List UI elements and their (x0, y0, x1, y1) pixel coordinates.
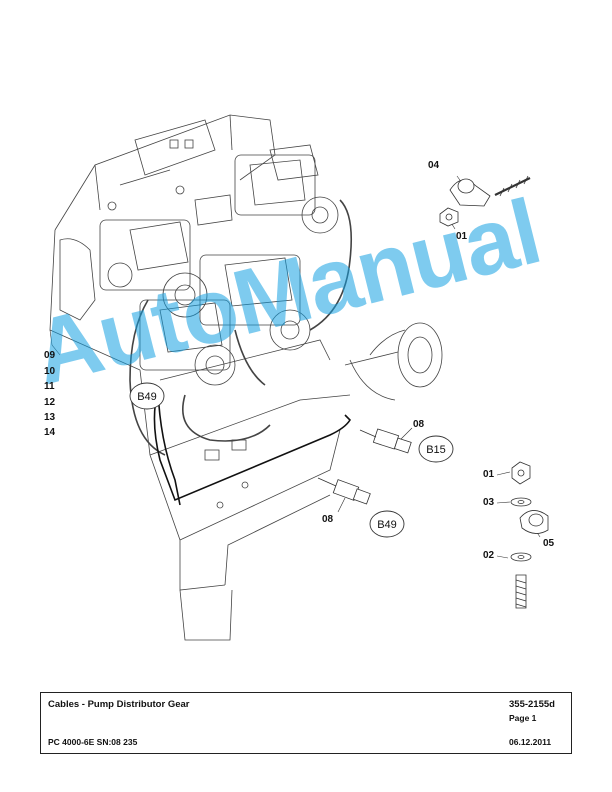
badge-b15: B15 (418, 435, 454, 463)
callout-11: 11 (44, 381, 55, 392)
callout-04: 04 (428, 160, 440, 171)
pump-upper-right (234, 144, 339, 234)
callout-09: 09 (44, 350, 56, 361)
badge-b49-left-label: B49 (137, 391, 157, 403)
callout-12: 12 (44, 397, 56, 408)
issue-date: 06.12.2011 (509, 737, 552, 747)
badge-b49-lower-label: B49 (377, 519, 397, 531)
clamp-detail-right (510, 461, 549, 609)
callout-05: 05 (543, 538, 555, 549)
sensor-b15 (359, 428, 412, 454)
cable-route-b49 (153, 389, 352, 502)
callout-10: 10 (44, 366, 56, 377)
clamp-detail-top (439, 175, 531, 227)
callout-14: 14 (44, 427, 56, 438)
callout-02: 02 (483, 550, 495, 561)
badge-b49-lower: B49 (369, 510, 405, 538)
pump-lower (139, 299, 236, 386)
callout-08-lower: 08 (322, 514, 334, 525)
document-number: 355-2155d (509, 699, 555, 710)
callout-03: 03 (483, 497, 495, 508)
page-number: Page 1 (509, 713, 537, 723)
hydraulic-hoses (129, 199, 353, 456)
badge-b49-left: B49 (129, 382, 165, 410)
drawing-title: Cables - Pump Distributor Gear (48, 699, 190, 710)
callout-08-upper: 08 (413, 419, 425, 430)
callout-13: 13 (44, 412, 56, 423)
machine-model: PC 4000-6E SN:08 235 (48, 737, 138, 747)
flange-coupling (344, 322, 443, 401)
callout-01-top: 01 (456, 231, 468, 242)
callout-01-right: 01 (483, 469, 495, 480)
sensor-b49 (317, 477, 371, 505)
exploded-parts-drawing (49, 114, 549, 641)
title-block: Cables - Pump Distributor Gear 355-2155d… (40, 692, 572, 754)
badge-b15-label: B15 (426, 444, 446, 456)
pump-upper-left (99, 219, 208, 318)
